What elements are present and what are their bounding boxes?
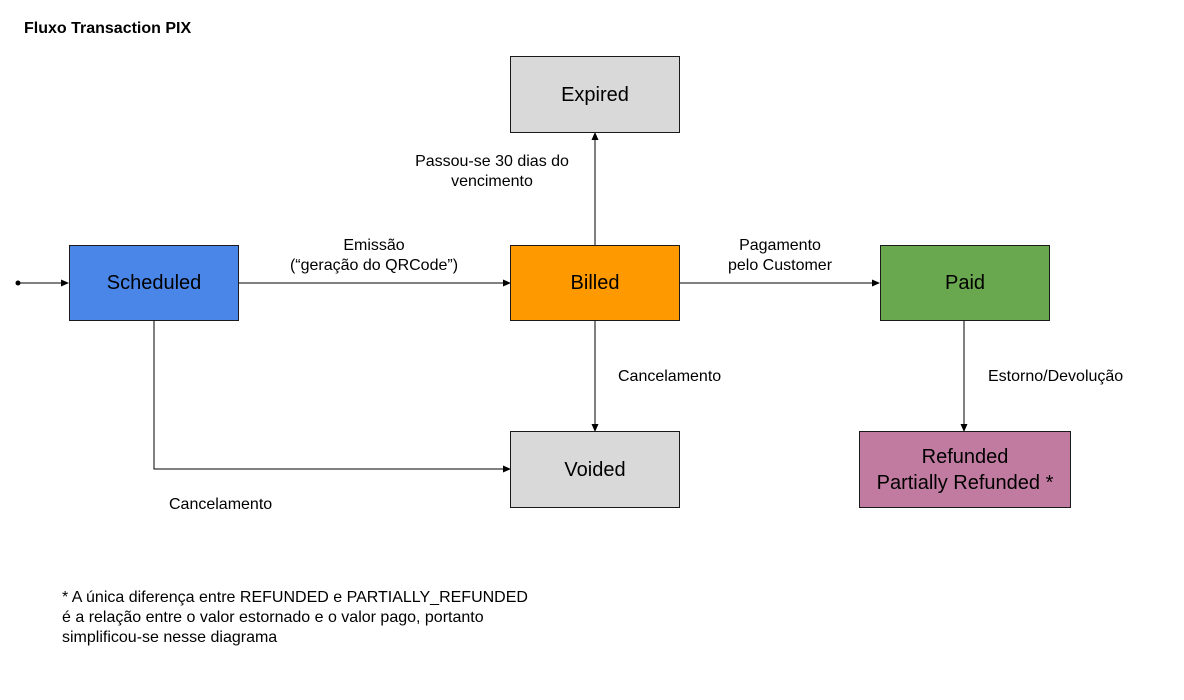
footnote: * A única diferença entre REFUNDED e PAR… xyxy=(62,589,528,646)
node-expired-label: Expired xyxy=(561,83,629,106)
edge-label-cancel-billed: Cancelamento xyxy=(618,368,722,385)
node-scheduled-label: Scheduled xyxy=(106,272,202,294)
edge-label-expiry: Passou-se 30 dias do vencimento xyxy=(415,153,569,190)
node-paid-label: Paid xyxy=(944,272,986,294)
node-paid[interactable]: Paid xyxy=(880,245,1050,321)
edge-label-estorno: Estorno/Devolução xyxy=(988,368,1124,385)
edge-label-pagamento: Pagamento pelo Customer xyxy=(727,237,833,274)
diagram-title: Fluxo Transaction PIX xyxy=(24,20,192,37)
node-refunded[interactable]: Refunded Partially Refunded * xyxy=(859,431,1071,508)
node-scheduled[interactable]: Scheduled xyxy=(69,245,239,321)
node-billed-label: Billed xyxy=(570,272,620,294)
node-voided-label: Voided xyxy=(564,458,626,481)
node-expired[interactable]: Expired xyxy=(510,56,680,133)
node-billed[interactable]: Billed xyxy=(510,245,680,321)
edge-scheduled-to-voided xyxy=(153,320,511,473)
node-voided[interactable]: Voided xyxy=(510,431,680,508)
node-refunded-label: Refunded xyxy=(921,445,1009,468)
edge-label-emissao: Emissão (“geração do QRCode”) xyxy=(289,237,459,274)
edge-label-cancel-scheduled: Cancelamento xyxy=(169,496,273,513)
node-partially-refunded-label: Partially Refunded * xyxy=(876,471,1054,494)
